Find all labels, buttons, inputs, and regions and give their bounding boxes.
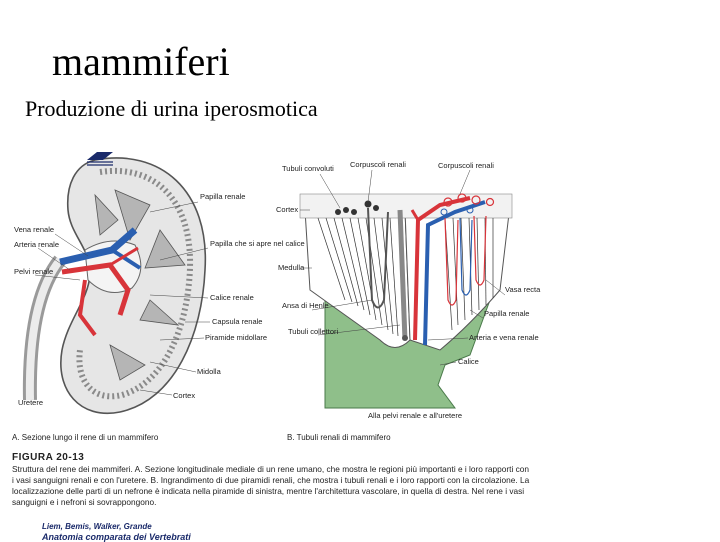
loop-of-henle [367,207,389,309]
figure-caption-text: Struttura del rene dei mammiferi. A. Sez… [12,464,530,507]
artery-b [413,196,471,341]
pyramids-section-b [299,193,513,409]
label-arteria-renale: Arteria renale [14,240,59,249]
book-authors: Liem, Bemis, Walker, Grande [42,522,152,531]
label-capsula-renale: Capsula renale [212,317,262,326]
cortex-band [299,193,513,219]
label-papilla-calice: Papilla che si apre nel calice [210,239,305,248]
label-piramide-midollare: Piramide midollare [205,333,267,342]
label-calice-renale: Calice renale [210,293,254,302]
label-vena-renale: Vena renale [14,225,54,234]
label-calice: Calice [458,357,479,366]
slide-subtitle: Produzione di urina iperosmotica [25,96,318,121]
renal-artery-shape [61,262,131,316]
label-cortex-b: Cortex [276,205,298,214]
label-tubuli-collettori: Tubuli collettori [288,327,338,336]
subcaption-b: B. Tubuli renali di mammifero [287,433,391,442]
label-tubuli-convoluti: Tubuli convoluti [282,164,334,173]
kidney-figure: Papilla renale Vena renale Arteria renal… [0,150,720,542]
label-papilla-renale: Papilla renale [200,192,245,201]
label-corpuscoli-renali-1: Corpuscoli renali [350,160,406,169]
label-vasa-recta: Vasa recta [505,285,541,294]
book-title: Anatomia comparata dei Vertebrati [42,532,191,542]
subcaption-a: A. Sezione lungo il rene di un mammifero [12,433,159,442]
collecting-duct [397,209,408,341]
label-uretere: Uretere [18,398,43,407]
label-arteria-vena: Arteria e vena renale [469,333,539,342]
label-cortex-a: Cortex [173,391,195,400]
pyramid-shape [114,189,151,242]
figure-caption: FIGURA 20-13 Struttura del rene dei mamm… [12,452,532,508]
right-pyramid [404,204,511,351]
label-midolla: Midolla [197,367,222,376]
figure-number: FIGURA 20-13 [12,452,85,463]
kidney-diagram: Papilla renale Vena renale Arteria renal… [12,157,541,442]
label-medulla: Medulla [278,263,305,272]
label-corpuscoli-renali-2: Corpuscoli renali [438,161,494,170]
vasa-recta [444,217,459,306]
kidney-section-a [22,157,207,415]
label-papilla-renale-b: Papilla renale [484,309,529,318]
label-pelvi-renale: Pelvi renale [14,267,53,276]
book-logo-icon [87,152,113,166]
label-alla-pelvi: Alla pelvi renale e all'uretere [368,411,462,420]
slide-title: mammiferi [52,39,230,84]
label-ansa-henle: Ansa di Henle [282,301,329,310]
